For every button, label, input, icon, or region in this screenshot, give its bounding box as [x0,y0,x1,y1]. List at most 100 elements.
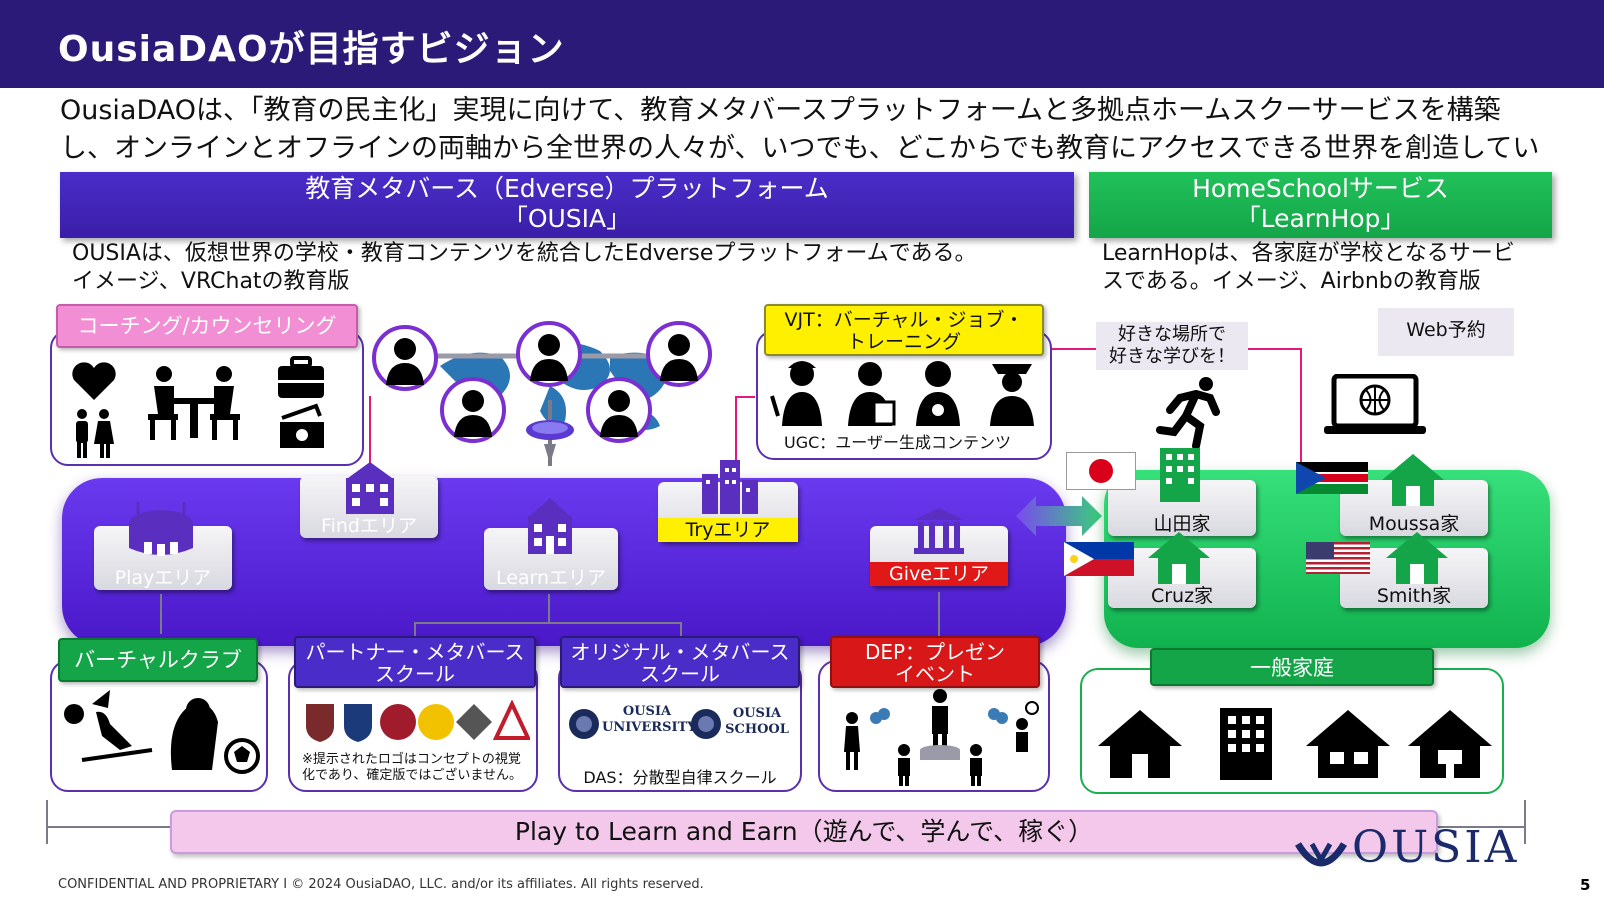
title-bar: OusiaDAOが目指すビジョン [0,0,1604,88]
smith-home-label: Smith家 [1376,585,1452,607]
dep-tag: DEP：プレゼン イベント [830,636,1040,688]
dep-tag-line2: イベント [895,662,975,686]
homeschool-description: LearnHopは、各家庭が学校となるサービ スである。イメージ、Airbnbの… [1102,240,1562,296]
find-area-label: Findエリア [321,515,417,537]
witch-bear-ball-icon [62,690,262,776]
yamada-home-tile[interactable]: 山田家 [1108,480,1256,536]
das-caption: DAS：分散型自律スクール [583,768,777,787]
partner-note: ※提示されたロゴはコンセプトの視覚 化であり、確定版ではございません。 [302,752,538,784]
school-icon [520,496,580,558]
house-icon [1146,530,1212,586]
briefcase-money-icon [276,356,326,450]
vjt-tag-line2: トレーニング [846,331,961,353]
homeschool-header: HomeSchoolサービス 「LearnHop」 [1089,172,1552,238]
original-tag-line2: スクール [640,662,720,686]
homeschool-desc-line1: LearnHopは、各家庭が学校となるサービ [1102,241,1515,266]
person-avatar-4 [440,377,506,443]
learn-original-drop [680,622,682,636]
school-line2: SCHOOL [725,722,789,737]
school-building-icon [340,460,400,516]
ousia-university-logo: OUSIA UNIVERSITY [602,704,697,736]
favorite-line1: 好きな場所で [1118,324,1226,345]
vjt-tag: VJT：バーチャル・ジョブ・ トレーニング [764,304,1044,356]
partner-tag-line2: スクール [375,662,455,686]
vr-device-icon [524,418,576,466]
learn-connector [548,594,550,624]
meeting-table-icon [144,364,244,444]
yamada-home-label: 山田家 [1153,513,1211,535]
try-area-label: Tryエリア [658,518,798,542]
edverse-desc-line1: OUSIAは、仮想世界の学校・教育コンテンツを統合したEdverseプラットフォ… [72,241,977,266]
apartment-icon [1158,446,1202,504]
ousia-logo-text: OUSIA [1352,822,1520,873]
ousia-school-emblem-icon [690,704,722,744]
man-icon [454,390,492,437]
general-home-tag: 一般家庭 [1150,648,1434,686]
play-area-label: Playエリア [114,567,212,589]
double-arrow-icon [1016,494,1102,538]
play-to-learn-banner: Play to Learn and Earn（遊んで、学んで、稼ぐ） [170,810,1438,854]
original-tag-line1: オリジナル・メタバース [570,640,790,664]
woman-icon [660,334,698,381]
heart-people-icon [68,360,120,460]
south-sudan-flag-icon [1296,462,1368,494]
edverse-header-line1: 教育メタバース（Edverse）プラットフォーム [305,174,829,203]
partner-note-line2: 化であり、確定版ではございません。 [302,768,522,783]
partner-note-line1: ※提示されたロゴはコンセプトの視覚 [302,752,521,767]
dep-tag-line1: DEP：プレゼン [864,640,1006,664]
banner-line-right [1524,800,1526,844]
favorite-line2: 好きな学びを！ [1109,346,1235,367]
ousia-logo-mark-icon [1294,836,1348,876]
workers-icon [770,356,1040,428]
vjt-tag-line1: VJT：バーチャル・ジョブ・ [784,309,1024,331]
original-school-tag: オリジナル・メタバース スクール [560,636,800,688]
edverse-header: 教育メタバース（Edverse）プラットフォーム 「OUSIA」 [60,172,1074,238]
woman-icon [600,390,638,437]
give-area-tile[interactable]: Giveエリア [870,526,1008,586]
footer-copyright: CONFIDENTIAL AND PROPRIETARY I © 2024 Ou… [58,877,704,892]
learn-split-line [414,622,682,624]
woman-icon [386,338,424,385]
try-connector-h [735,396,755,398]
usa-flag-icon [1306,542,1370,574]
homes-row-icon [1098,706,1492,782]
homeschool-header-line1: HomeSchoolサービス [1192,174,1449,203]
person-avatar-5 [586,377,652,443]
bank-icon [912,506,966,556]
partner-school-tag: パートナー・メタバース スクール [294,636,536,688]
coaching-tag: コーチング/カウンセリング [56,304,358,348]
home-arrow-line [1300,348,1302,466]
school-line1: OUSIA [732,706,782,721]
homeschool-desc-line2: スである。イメージ、Airbnbの教育版 [1102,269,1481,294]
page-number: 5 [1580,876,1591,894]
try-connector-v [735,396,737,478]
edverse-header-line2: 「OUSIA」 [502,204,632,233]
intro-text: OusiaDAOは、「教育の民主化」実現に向けて、教育メタバースプラットフォーム… [60,95,1540,202]
presentation-event-icon [836,688,1040,788]
house-icon [1384,530,1450,586]
give-connector [938,592,940,636]
play-connector [160,594,162,634]
ousia-school-logo: OUSIA SCHOOL [724,706,790,738]
virtual-club-tag: バーチャルクラブ [58,638,258,682]
learn-partner-drop [414,622,416,636]
university-line2: UNIVERSITY [602,720,697,735]
city-buildings-icon [700,458,760,514]
person-avatar-2 [516,321,582,387]
banner-line-left [46,800,48,844]
give-area-label: Giveエリア [870,562,1008,586]
cruz-home-label: Cruz家 [1150,585,1214,607]
homeschool-header-line2: 「LearnHop」 [1235,204,1406,233]
edverse-description: OUSIAは、仮想世界の学校・教育コンテンツを統合したEdverseプラットフォ… [72,240,1072,296]
ousia-university-emblem-icon [568,704,600,744]
ugc-caption: UGC：ユーザー生成コンテンツ [784,433,1011,452]
man-icon [530,334,568,381]
stadium-icon [126,498,196,562]
page-title: OusiaDAOが目指すビジョン [58,29,565,70]
edverse-desc-line2: イメージ、VRChatの教育版 [72,269,350,294]
running-person-icon [1156,376,1230,450]
person-avatar-1 [372,325,438,391]
favorite-callout: 好きな場所で 好きな学びを！ [1096,322,1248,370]
partner-logos-icon [302,700,530,744]
learn-area-tile[interactable]: Learnエリア [484,528,618,590]
